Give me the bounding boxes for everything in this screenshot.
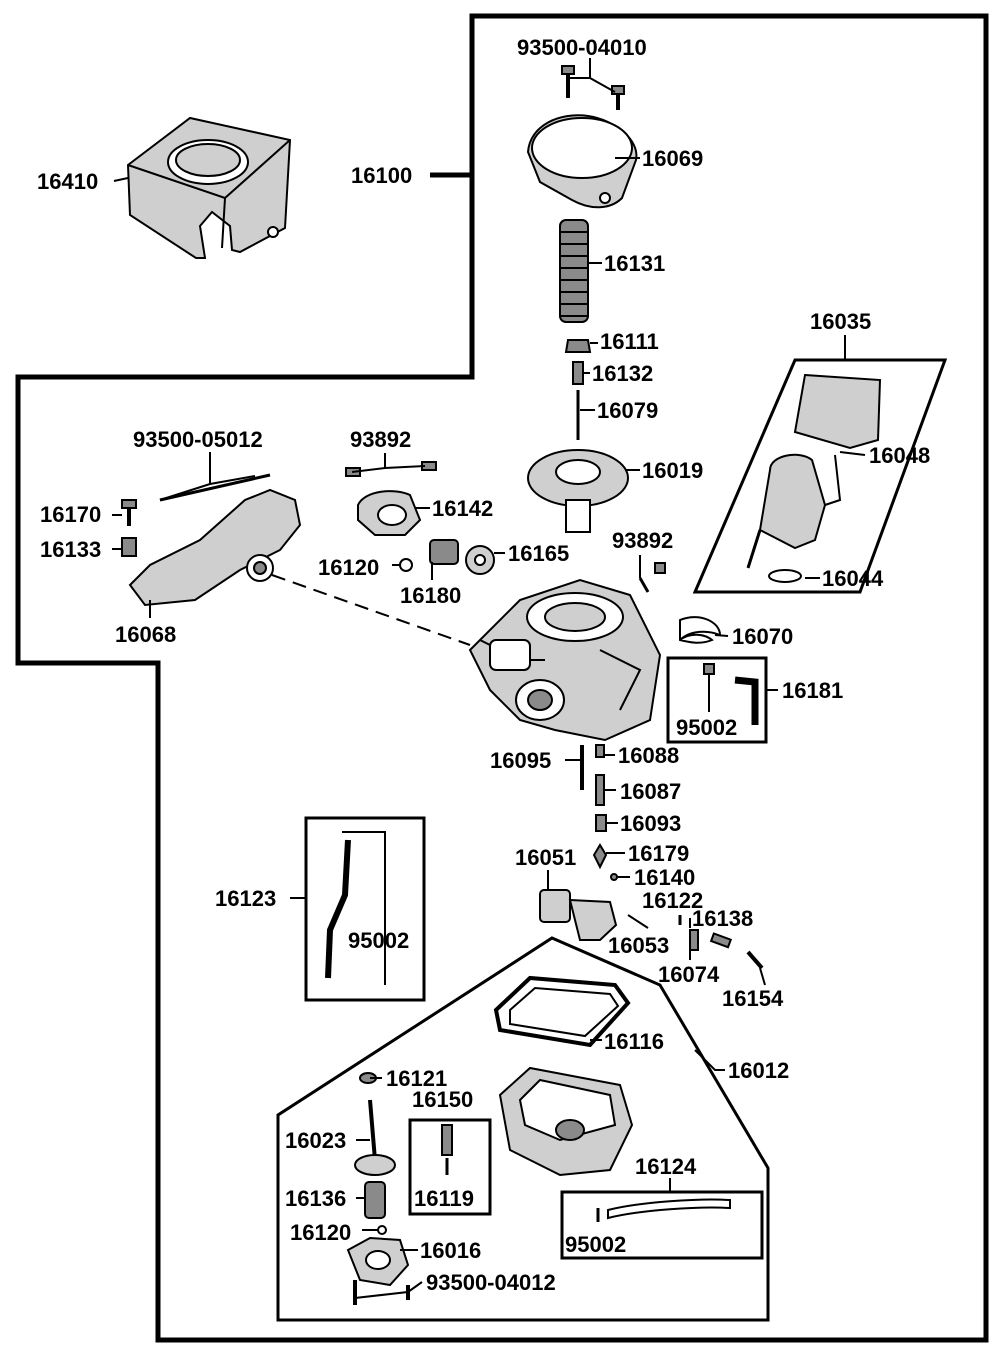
label-16044: 16044 [822,566,884,591]
label-16170: 16170 [40,502,101,527]
hose-clip-16181 [703,663,715,675]
label-16019: 16019 [642,458,703,483]
carburetor-body [468,578,662,742]
tube-part-16124 [607,1198,731,1220]
label-93500-04010: 93500-04010 [517,35,647,60]
label-16140: 16140 [634,865,695,890]
hose-part-16181 [734,676,759,725]
label-16180: 16180 [400,583,461,608]
label-16410: 16410 [37,169,98,194]
label-95002-a: 95002 [676,715,737,740]
screw-93892-body [638,562,666,593]
label-93500-05012: 93500-05012 [133,427,263,452]
label-16136: 16136 [285,1186,346,1211]
label-16053: 16053 [608,933,669,958]
tube-part-16123 [325,839,351,979]
small-screws-16170-16133 [121,499,137,557]
label-16012: 16012 [728,1058,789,1083]
jet-parts-column [580,744,618,881]
tube-clip-16123 [342,831,386,985]
assembly-outline-16100 [15,13,989,1343]
small-parts-right [678,915,764,970]
label-16035: 16035 [810,309,871,334]
label-95002-b: 95002 [348,928,409,953]
label-16131: 16131 [604,251,665,276]
cutoff-valve-part-16035 [746,373,882,583]
label-93892-a: 93892 [350,427,411,452]
bowl-outline-16012 [276,936,770,1322]
clip-part-16070 [679,616,722,644]
float-bowl-part [498,1066,634,1177]
cover-part-16142 [345,461,437,536]
screws-93500-04010 [561,65,625,110]
box-16150 [408,1118,492,1216]
label-16068: 16068 [115,622,176,647]
label-16124: 16124 [635,1154,697,1179]
label-16088: 16088 [618,743,679,768]
label-16023: 16023 [285,1128,346,1153]
label-16181: 16181 [782,678,843,703]
label-95002-c: 95002 [565,1232,626,1257]
label-16069: 16069 [642,146,703,171]
label-16095: 16095 [490,748,551,773]
label-16074: 16074 [658,962,720,987]
spring-gear-parts [399,539,495,575]
box-16123 [304,816,426,1002]
jet-part-16150 [441,1124,453,1175]
float-parts [539,889,649,941]
air-cutoff-box-16035 [692,358,948,594]
label-93500-04012: 93500-04012 [426,1270,556,1295]
box-16181 [666,656,768,744]
label-16016: 16016 [420,1238,481,1263]
label-16093: 16093 [620,811,681,836]
label-16150: 16150 [412,1087,473,1112]
throttle-bracket-part-16068 [128,473,302,607]
label-16121: 16121 [386,1066,447,1091]
needle-parts [564,339,592,440]
air-cover-part-16410 [126,116,292,259]
label-16133: 16133 [40,537,101,562]
bottom-left-parts [346,1072,410,1305]
label-16087: 16087 [620,779,681,804]
label-16048: 16048 [869,443,930,468]
label-16122: 16122 [642,888,703,913]
label-16100: 16100 [351,163,412,188]
top-cap-part-16069 [526,114,638,209]
label-16120-b: 16120 [290,1220,351,1245]
label-16154: 16154 [722,986,784,1011]
throttle-axis-line [271,574,471,646]
label-16123: 16123 [215,886,276,911]
label-16138: 16138 [692,906,753,931]
label-16120-a: 16120 [318,555,379,580]
label-16119: 16119 [414,1186,474,1211]
spring-part-16131 [559,219,589,323]
label-16111: 16111 [600,329,659,354]
label-16165: 16165 [508,541,569,566]
label-93892-b: 93892 [612,528,673,553]
label-16070: 16070 [732,624,793,649]
diaphragm-part-16019 [527,449,629,533]
box-16124 [560,1190,764,1260]
label-16116: 16116 [604,1029,664,1054]
gasket-part-16116 [493,975,631,1048]
label-16051: 16051 [515,845,576,870]
label-16142: 16142 [432,496,493,521]
label-16179: 16179 [628,841,689,866]
leader-lines [112,58,866,1299]
label-16132: 16132 [592,361,653,386]
label-16079: 16079 [597,398,658,423]
